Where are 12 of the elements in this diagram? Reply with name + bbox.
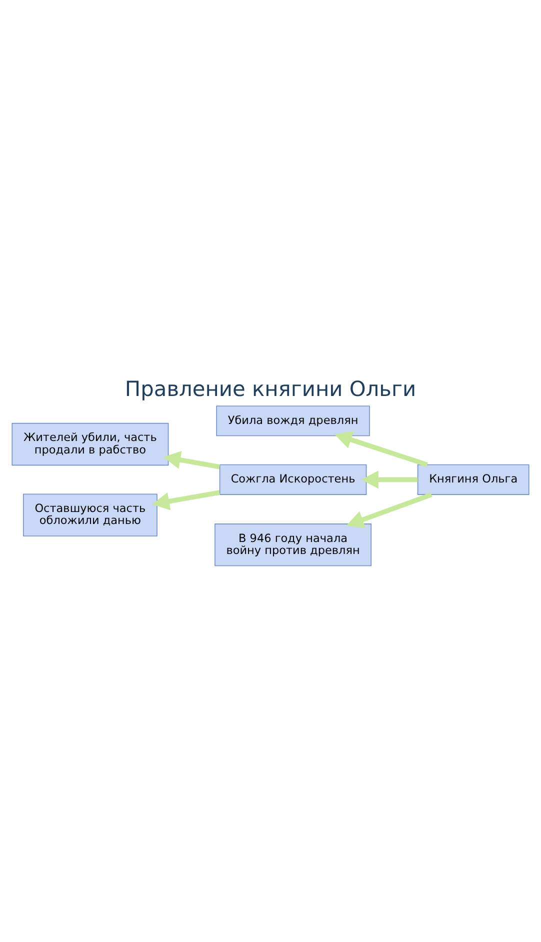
node-box: Сожгла Искоростень: [219, 464, 367, 495]
node-box: Княгиня Ольга: [417, 464, 530, 495]
arrow: [163, 451, 220, 470]
node-box: Убила вождя древлян: [216, 406, 370, 436]
diagram-title: Правление княгини Ольги: [124, 377, 416, 402]
arrow: [334, 431, 428, 468]
node-box: Жителей убили, часть продали в рабство: [12, 422, 169, 466]
arrow: [346, 492, 432, 528]
node-box: В 946 году начала войну против древлян: [214, 524, 372, 566]
node-box: Оставшуюся часть обложили данью: [22, 494, 158, 536]
arrow: [361, 470, 418, 489]
arrow: [152, 490, 220, 510]
